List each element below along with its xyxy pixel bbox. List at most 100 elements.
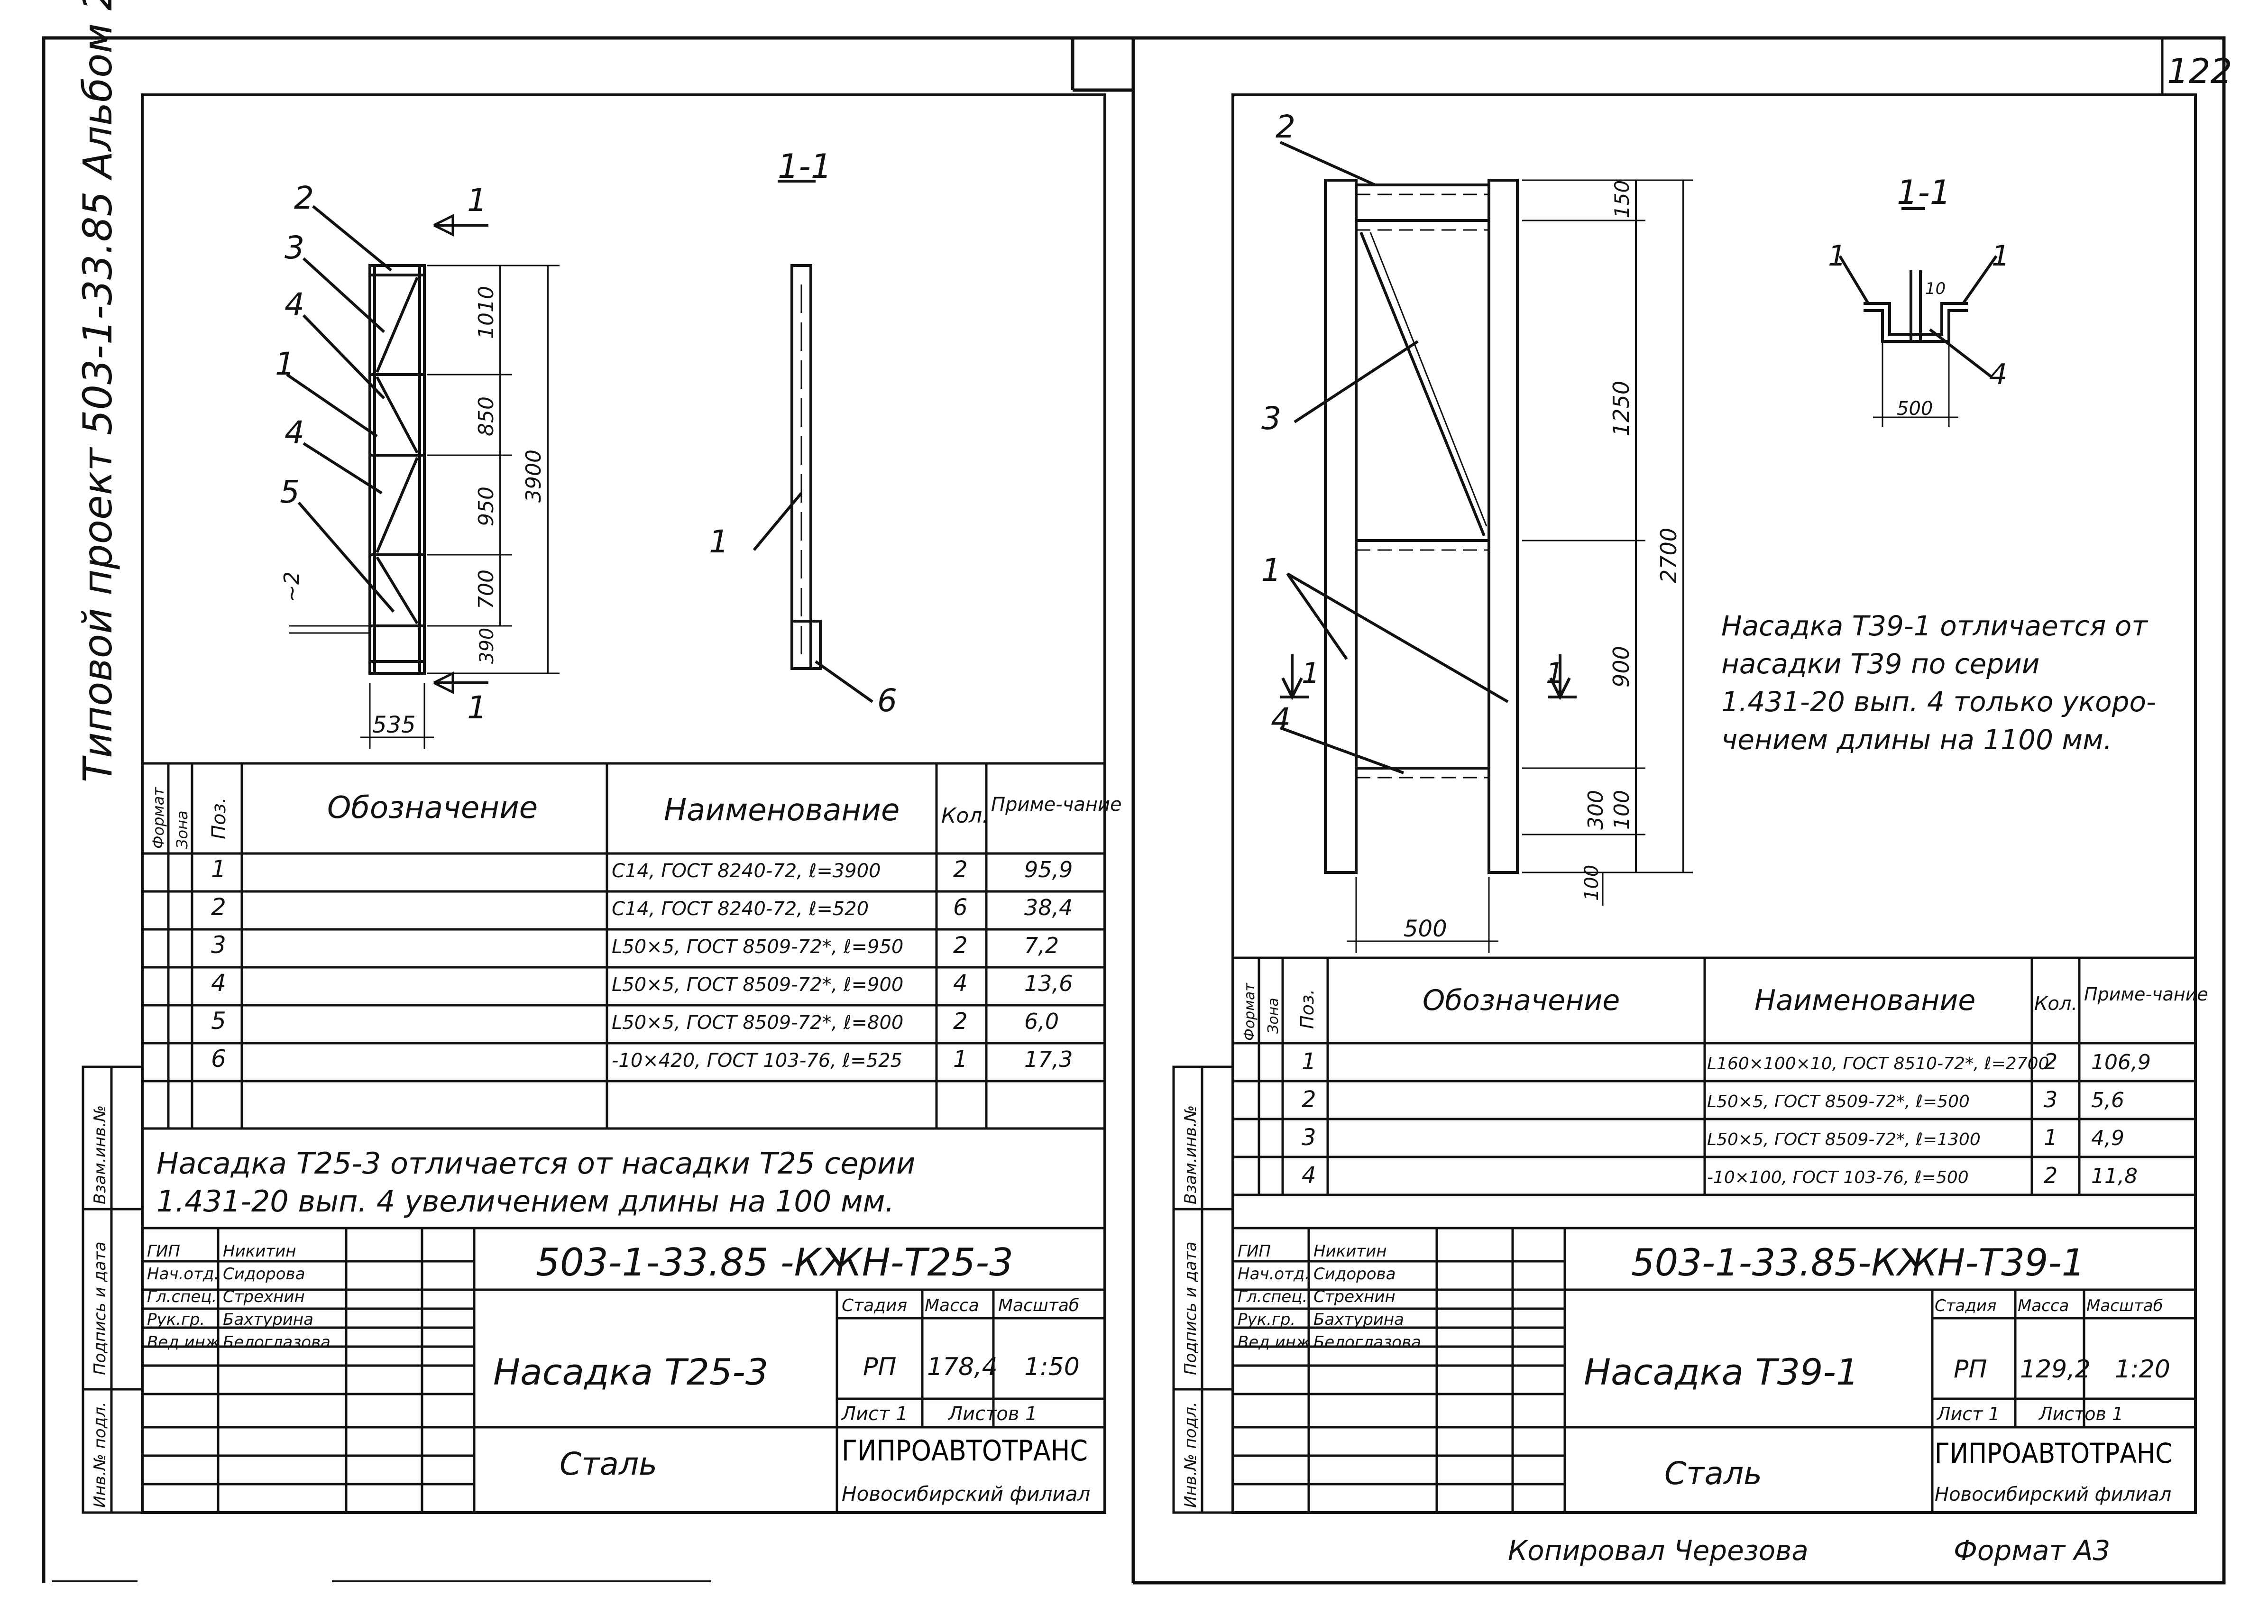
right-material: Сталь bbox=[1664, 1455, 1762, 1492]
spec-row-pos: 3 bbox=[1302, 1124, 1316, 1151]
spec-row-name: L50×5, ГОСТ 8509-72*, ℓ=900 bbox=[612, 974, 903, 996]
spec-row-qty: 6 bbox=[953, 894, 968, 921]
right-section-title: 1-1 bbox=[1897, 173, 1951, 212]
right-side-label-1: Взам.инв.№ bbox=[1181, 1105, 1200, 1204]
spec-row-name: L50×5, ГОСТ 8509-72*, ℓ=800 bbox=[612, 1012, 903, 1034]
spec-row-pos: 4 bbox=[1302, 1162, 1316, 1189]
spec-row-note: 13,6 bbox=[1024, 971, 1073, 996]
callout-3: 3 bbox=[285, 229, 304, 266]
stamp-name: Сидорова bbox=[223, 1265, 305, 1284]
r-note-line4: чением длины на 1100 мм. bbox=[1721, 724, 2112, 756]
stamp-role: Гл.спец. bbox=[1238, 1287, 1307, 1306]
r-dim-100a: 100 bbox=[1610, 790, 1634, 830]
stamp-role: Рук.гр. bbox=[147, 1310, 205, 1329]
left-branch: Новосибирский филиал bbox=[842, 1482, 1090, 1505]
spec-row-qty: 2 bbox=[953, 856, 968, 883]
spec-row-name: С14, ГОСТ 8240-72, ℓ=3900 bbox=[612, 860, 881, 882]
r-note-line2: насадки Т39 по серии bbox=[1721, 648, 2039, 680]
r-dim-150: 150 bbox=[1610, 180, 1634, 218]
right-section-view bbox=[1838, 207, 1998, 427]
spec-row-qty: 1 bbox=[2044, 1125, 2057, 1150]
spec-row-note: 95,9 bbox=[1024, 857, 1073, 882]
spec-row-pos: 2 bbox=[211, 893, 226, 921]
r-section-dim-small: 10 bbox=[1925, 279, 1946, 298]
spec-row-pos: 5 bbox=[211, 1007, 226, 1035]
left-section-title: 1-1 bbox=[778, 147, 832, 186]
right-org: ГИПРОАВТОТРАНС bbox=[1935, 1437, 2173, 1469]
r-callout-1: 1 bbox=[1261, 552, 1281, 588]
dim-offset: ~2 bbox=[280, 571, 304, 602]
right-title-block-text: 503-1-33.85-КЖН-Т39-1 Насадка Т39-1 Стал… bbox=[1181, 1105, 2173, 1508]
left-side-label-3: Инв.№ подл. bbox=[91, 1402, 110, 1508]
left-sheet: Типовой проект 503-1-33.85 Альбом 2 bbox=[74, 0, 1122, 1514]
left-front-labels: 2 3 4 1 4 5 1 1 535 ~2 1010 850 950 700 … bbox=[275, 180, 546, 738]
right-mass: 129,2 bbox=[2020, 1355, 2091, 1384]
spec-row-name: С14, ГОСТ 8240-72, ℓ=520 bbox=[612, 898, 869, 920]
left-stage-h: Стадия bbox=[842, 1296, 907, 1315]
stamp-name: Никитин bbox=[223, 1242, 296, 1261]
left-spec-headers: Формат Зона Поз. Обозначение Наименовани… bbox=[149, 787, 1122, 849]
spec-row-pos: 3 bbox=[211, 931, 226, 959]
section-mark-top: 1 bbox=[467, 182, 487, 219]
section-mark-bottom: 1 bbox=[467, 689, 487, 726]
stamp-name: Стрехнин bbox=[1313, 1287, 1396, 1306]
left-org: ГИПРОАВТОТРАНС bbox=[842, 1434, 1088, 1468]
dim-390: 390 bbox=[476, 628, 498, 664]
callout-5: 5 bbox=[280, 474, 300, 510]
right-scale-h: Масштаб bbox=[2086, 1296, 2163, 1315]
r-note-line1: Насадка Т39-1 отличается от bbox=[1721, 610, 2149, 642]
left-doc-code: 503-1-33.85 -КЖН-Т25-3 bbox=[536, 1240, 1013, 1285]
spec-row-name: L50×5, ГОСТ 8509-72*, ℓ=950 bbox=[612, 936, 903, 958]
right-scale: 1:20 bbox=[2115, 1355, 2170, 1384]
hdr-pos: Поз. bbox=[208, 797, 230, 839]
spec-row-name: L50×5, ГОСТ 8509-72*, ℓ=1300 bbox=[1707, 1130, 1981, 1149]
right-front-labels: 2 3 1 4 1 1 500 150 1250 900 300 100 270… bbox=[1261, 109, 1681, 942]
r-callout-4: 4 bbox=[1271, 701, 1291, 738]
left-side-label-1: Взам.инв.№ bbox=[91, 1105, 110, 1204]
r-dim-900: 900 bbox=[1608, 646, 1634, 688]
stamp-role: Вед.инж. bbox=[1238, 1333, 1315, 1352]
left-stage: РП bbox=[863, 1353, 896, 1381]
r-section-mark-left: 1 bbox=[1302, 657, 1320, 690]
r-note-line3: 1.431-20 вып. 4 только укоро- bbox=[1721, 686, 2156, 718]
stamp-role: Нач.отд. bbox=[147, 1265, 219, 1284]
callout-4b: 4 bbox=[285, 414, 304, 451]
right-note: Насадка Т39-1 отличается от насадки Т39 … bbox=[1721, 610, 2156, 756]
callout-2: 2 bbox=[294, 180, 314, 216]
outer-frames bbox=[42, 36, 2226, 1585]
right-mass-h: Масса bbox=[2018, 1296, 2069, 1315]
spec-row-qty: 2 bbox=[953, 1008, 968, 1035]
spec-row-name: L50×5, ГОСТ 8509-72*, ℓ=500 bbox=[1707, 1092, 1970, 1111]
stamp-name: Белоглазова bbox=[1313, 1333, 1421, 1352]
r-hdr-name: Наименование bbox=[1754, 984, 1975, 1017]
dim-3900: 3900 bbox=[522, 450, 546, 503]
left-scale: 1:50 bbox=[1024, 1353, 1080, 1381]
r-hdr-note: Приме-чание bbox=[2084, 984, 2208, 1005]
r-hdr-format: Формат bbox=[1241, 982, 1258, 1041]
stamp-role: Рук.гр. bbox=[1238, 1310, 1295, 1329]
spec-row-note: 7,2 bbox=[1024, 933, 1059, 958]
right-spec-headers: Формат Зона Поз. Обозначение Наименовани… bbox=[1241, 982, 2208, 1041]
dim-1010: 1010 bbox=[474, 286, 498, 339]
spec-row-name: -10×100, ГОСТ 103-76, ℓ=500 bbox=[1707, 1168, 1969, 1187]
left-sheets-total: Листов 1 bbox=[947, 1403, 1038, 1425]
spec-row-note: 11,8 bbox=[2091, 1164, 2138, 1188]
spec-row-qty: 1 bbox=[953, 1046, 968, 1073]
dim-width: 535 bbox=[372, 712, 416, 738]
r-sec-callout-1a: 1 bbox=[1828, 239, 1846, 273]
right-front-view bbox=[1279, 141, 1693, 953]
stamp-role: ГИП bbox=[147, 1242, 180, 1261]
r-dim-1250: 1250 bbox=[1608, 381, 1634, 436]
spec-row-name: L160×100×10, ГОСТ 8510-72*, ℓ=2700 bbox=[1707, 1054, 2049, 1073]
left-doc-title: Насадка Т25-3 bbox=[493, 1351, 768, 1393]
r-dim-300: 300 bbox=[1584, 790, 1608, 830]
right-doc-code: 503-1-33.85-КЖН-Т39-1 bbox=[1631, 1242, 2085, 1285]
stamp-role: Гл.спец. bbox=[147, 1287, 217, 1306]
stamp-name: Бахтурина bbox=[1313, 1310, 1404, 1329]
copied-by: Копировал Черезова bbox=[1508, 1534, 1809, 1567]
dim-950: 950 bbox=[474, 486, 498, 526]
left-note-line1: Насадка Т25-3 отличается от насадки Т25 … bbox=[156, 1146, 915, 1181]
